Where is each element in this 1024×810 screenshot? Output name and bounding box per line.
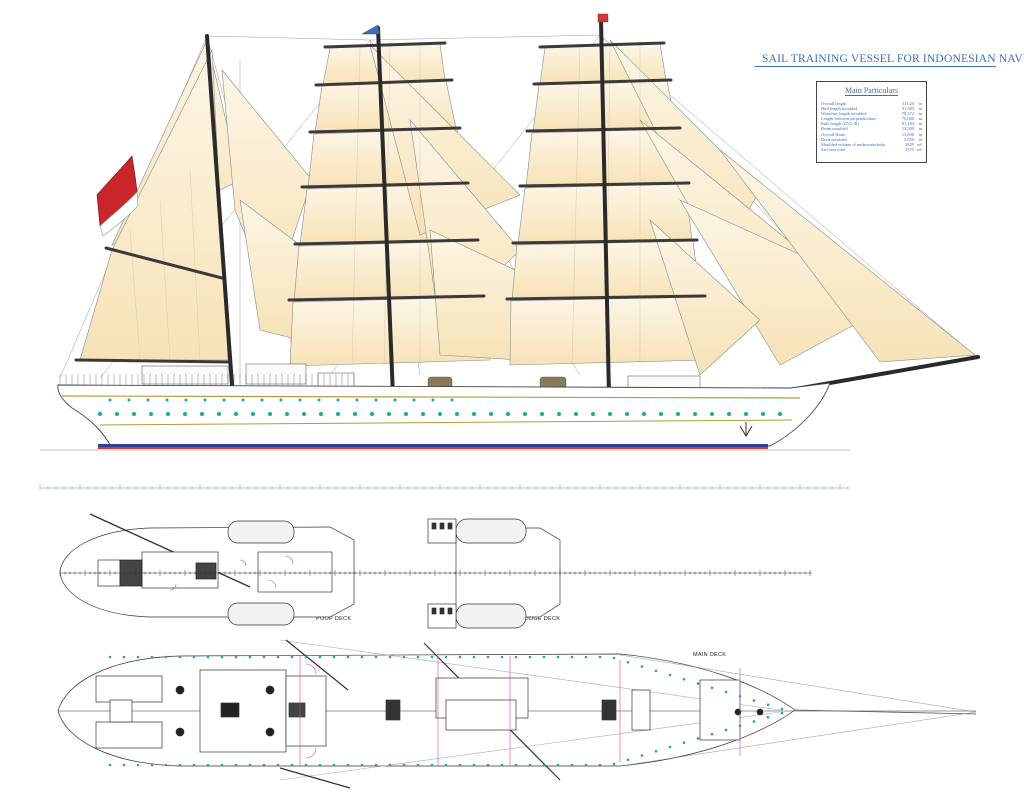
poop-deck-label: POOP DECK xyxy=(316,616,352,622)
main-hatch xyxy=(220,702,240,718)
drawing-title: SAIL TRAINING VESSEL FOR INDONESIAN NAVY xyxy=(762,53,1024,65)
particulars-value: 13,600 xyxy=(901,131,914,137)
navy-pennant xyxy=(361,24,381,35)
sail-seams xyxy=(129,44,641,367)
boot-stripe-blue xyxy=(98,444,768,447)
particulars-label: Sail area total xyxy=(821,146,846,152)
upper-deck-centerline xyxy=(59,570,812,576)
particulars-value: 78,372 xyxy=(901,111,914,117)
indonesia-flag-white xyxy=(99,191,139,237)
particulars-unit: m xyxy=(918,111,922,117)
particulars-unit: m xyxy=(918,126,922,132)
title-underline xyxy=(755,66,996,67)
bridge-lifeboat-port xyxy=(455,518,527,544)
particulars-row: Overall length 111,20 m xyxy=(821,101,922,106)
flags xyxy=(96,13,609,237)
particulars-label: Overall Beam xyxy=(821,131,846,137)
particulars-row: Beam moulded 13,500 m xyxy=(821,126,922,131)
bitts xyxy=(175,685,764,737)
bridge-lifeboat-stbd xyxy=(455,603,527,629)
particulars-row: Hull length moulded 91,583 m xyxy=(821,106,922,111)
masts xyxy=(205,18,980,398)
particulars-value: 70,000 xyxy=(901,116,914,122)
particulars-value: 5,950 xyxy=(904,136,914,142)
particulars-heading: Main Particulars xyxy=(844,86,899,96)
sails xyxy=(79,39,976,376)
particulars-label: Length between perpendiculars xyxy=(821,116,877,122)
main-deck-outline xyxy=(57,653,796,767)
main-deck-plan xyxy=(57,639,977,789)
particulars-row: Overall Beam 13,600 m xyxy=(821,132,922,137)
particulars-row: Length between perpendiculars 70,000 m xyxy=(821,116,922,121)
particulars-label: Rule length (GVL-R) xyxy=(821,121,859,127)
particulars-label: Waterline length moulded xyxy=(821,111,867,117)
particulars-label: Draft moulded xyxy=(821,136,847,142)
particulars-row: Rule length (GVL-R) 81,184 m xyxy=(821,121,922,126)
jib-4 xyxy=(719,149,976,363)
particulars-unit: m² xyxy=(917,146,922,152)
particulars-row: Waterline length moulded 78,372 m xyxy=(821,111,922,116)
particulars-unit: m xyxy=(918,121,922,127)
waterline-gold xyxy=(99,419,793,426)
boot-stripe-red xyxy=(98,447,768,449)
scale-bar xyxy=(39,484,849,490)
deckhouse-aft xyxy=(141,365,229,385)
particulars-value: 3375 xyxy=(905,146,914,152)
particulars-value: 13,500 xyxy=(901,126,914,132)
bridge-deck-plan xyxy=(427,518,561,629)
poop-lifeboat-port xyxy=(227,520,295,544)
rail-stanchions xyxy=(59,374,355,385)
sheer-line-gold xyxy=(61,395,801,399)
particulars-value: 2629 xyxy=(905,141,914,147)
particulars-unit: m xyxy=(918,106,922,112)
main-deck-portholes xyxy=(108,655,784,767)
top-flag xyxy=(597,13,609,23)
bridge-deck-label: BRIDGE DECK xyxy=(519,616,561,622)
hull-body xyxy=(57,382,831,449)
particulars-value: 91,583 xyxy=(901,106,914,112)
particulars-value: 111,20 xyxy=(902,101,914,106)
particulars-label: Beam moulded xyxy=(821,126,848,132)
particulars-unit: m³ xyxy=(917,141,922,147)
poop-deck-plan xyxy=(59,513,355,626)
jib-3 xyxy=(679,199,901,366)
particulars-label: Hull length moulded xyxy=(821,106,858,112)
particulars-label: Moulded volume of underwaterbody xyxy=(821,141,886,147)
particulars-unit: m xyxy=(918,131,922,137)
portholes xyxy=(98,398,782,416)
main-deck-label: MAIN DECK xyxy=(693,652,727,658)
poop-lifeboat-stbd xyxy=(227,602,295,626)
particulars-row: Draft moulded 5,950 m xyxy=(821,137,922,142)
particulars-value: 81,184 xyxy=(901,121,914,127)
particulars-unit: m xyxy=(918,101,922,106)
anchor xyxy=(739,422,753,437)
particulars-label: Overall length xyxy=(821,101,847,106)
hull-profile xyxy=(40,363,850,451)
particulars-unit: m xyxy=(918,116,922,122)
particulars-unit: m xyxy=(918,136,922,142)
